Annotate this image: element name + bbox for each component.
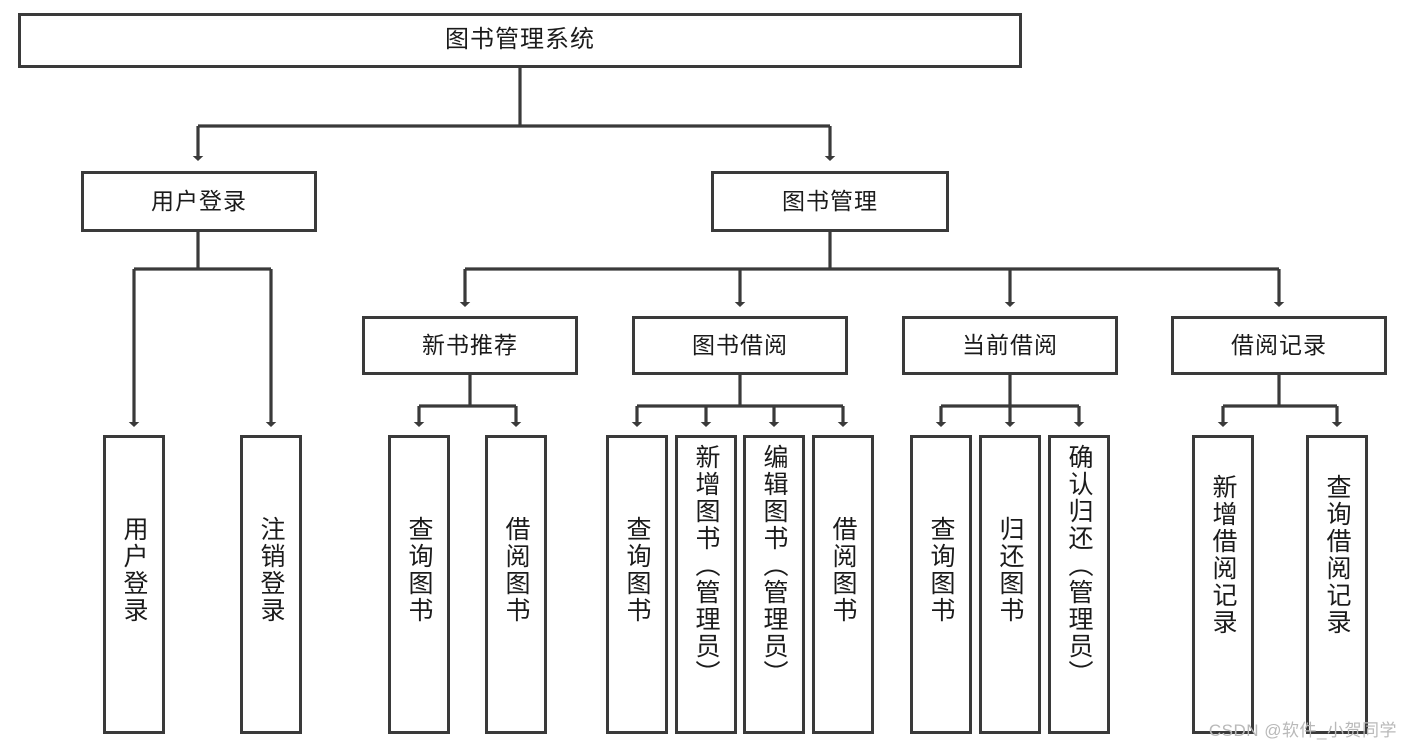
leaf-query-book-borrow[interactable]: 查询图书 <box>606 435 668 734</box>
node-new-book-recommend-label: 新书推荐 <box>422 331 518 358</box>
node-borrow-record-label: 借阅记录 <box>1231 331 1327 358</box>
node-book-borrow-label: 图书借阅 <box>692 331 788 358</box>
leaf-user-login-label: 用户登录 <box>120 516 148 624</box>
node-new-book-recommend[interactable]: 新书推荐 <box>362 316 578 375</box>
leaf-query-book-recommend[interactable]: 查询图书 <box>388 435 450 734</box>
node-current-borrow-label: 当前借阅 <box>962 331 1058 358</box>
leaf-borrow-book-label: 借阅图书 <box>829 516 857 624</box>
leaf-query-borrow-record[interactable]: 查询借阅记录 <box>1306 435 1368 734</box>
leaf-logout-label: 注销登录 <box>257 516 285 624</box>
leaf-add-borrow-record[interactable]: 新增借阅记录 <box>1192 435 1254 734</box>
node-borrow-record[interactable]: 借阅记录 <box>1171 316 1387 375</box>
leaf-return-book-label: 归还图书 <box>996 516 1024 624</box>
leaf-logout[interactable]: 注销登录 <box>240 435 302 734</box>
node-root-label: 图书管理系统 <box>445 26 595 54</box>
leaf-edit-book-admin[interactable]: 编辑图书（管理员） <box>743 435 805 734</box>
node-current-borrow[interactable]: 当前借阅 <box>902 316 1118 375</box>
node-user-login-label: 用户登录 <box>151 187 247 214</box>
leaf-add-borrow-record-label: 新增借阅记录 <box>1209 474 1237 636</box>
leaf-edit-book-admin-label: 编辑图书（管理员） <box>760 444 788 687</box>
node-user-login[interactable]: 用户登录 <box>81 171 317 232</box>
leaf-user-login[interactable]: 用户登录 <box>103 435 165 734</box>
node-book-manage-label: 图书管理 <box>782 187 878 214</box>
leaf-query-book-borrow-label: 查询图书 <box>623 516 651 624</box>
leaf-borrow-book[interactable]: 借阅图书 <box>812 435 874 734</box>
leaf-query-book-recommend-label: 查询图书 <box>405 516 433 624</box>
node-book-manage[interactable]: 图书管理 <box>711 171 949 232</box>
leaf-query-book-current-label: 查询图书 <box>927 516 955 624</box>
leaf-confirm-return-admin[interactable]: 确认归还（管理员） <box>1048 435 1110 734</box>
leaf-query-borrow-record-label: 查询借阅记录 <box>1323 474 1351 636</box>
leaf-return-book[interactable]: 归还图书 <box>979 435 1041 734</box>
node-book-borrow[interactable]: 图书借阅 <box>632 316 848 375</box>
node-root[interactable]: 图书管理系统 <box>18 13 1022 68</box>
leaf-borrow-book-recommend-label: 借阅图书 <box>502 516 530 624</box>
leaf-query-book-current[interactable]: 查询图书 <box>910 435 972 734</box>
csdn-watermark: CSDN @软件_小贺同学 <box>1208 721 1397 740</box>
leaf-borrow-book-recommend[interactable]: 借阅图书 <box>485 435 547 734</box>
leaf-add-book-admin-label: 新增图书（管理员） <box>692 444 720 687</box>
leaf-add-book-admin[interactable]: 新增图书（管理员） <box>675 435 737 734</box>
leaf-confirm-return-admin-label: 确认归还（管理员） <box>1065 444 1093 687</box>
